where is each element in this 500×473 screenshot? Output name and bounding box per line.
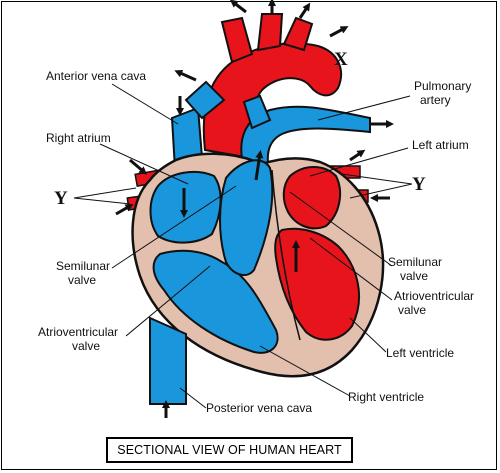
label-semilunar-left-1: Semilunar (56, 259, 110, 273)
diagram-caption: SECTIONAL VIEW OF HUMAN HEART (106, 437, 353, 463)
flow-arrows (115, 0, 394, 418)
right-outflow-chamber (219, 159, 274, 277)
aorta (202, 13, 343, 162)
label-right-ventricle: Right ventricle (348, 390, 424, 404)
label-left-atrium: Left atrium (412, 138, 469, 152)
label-av-left-1: Atrioventricular (38, 325, 118, 339)
leader-lines (73, 83, 413, 409)
label-pulmonary-artery-2: artery (420, 93, 451, 107)
label-right-atrium: Right atrium (46, 131, 111, 145)
label-x: X (334, 49, 348, 70)
label-posterior-vena-cava: Posterior vena cava (206, 401, 312, 415)
posterior-vena-cava (149, 316, 187, 405)
label-av-left-2: valve (72, 339, 100, 353)
label-anterior-vena-cava: Anterior vena cava (46, 69, 146, 83)
labels: Anterior vena cava X Pulmonary artery Ri… (38, 49, 474, 415)
label-left-ventricle: Left ventricle (386, 346, 454, 360)
label-semilunar-right-2: valve (400, 269, 428, 283)
left-atrium-chamber (282, 166, 342, 230)
interventricular-septum (271, 169, 301, 341)
label-av-right-1: Atrioventricular (394, 289, 474, 303)
label-av-right-2: valve (398, 303, 426, 317)
label-pulmonary-artery-1: Pulmonary (414, 79, 471, 93)
label-semilunar-right-1: Semilunar (388, 255, 442, 269)
right-ventricle-chamber (152, 249, 279, 354)
label-y-left: Y (54, 188, 68, 209)
pulmonary-artery (240, 94, 371, 178)
label-y-right: Y (412, 174, 426, 195)
label-semilunar-left-2: valve (68, 273, 96, 287)
